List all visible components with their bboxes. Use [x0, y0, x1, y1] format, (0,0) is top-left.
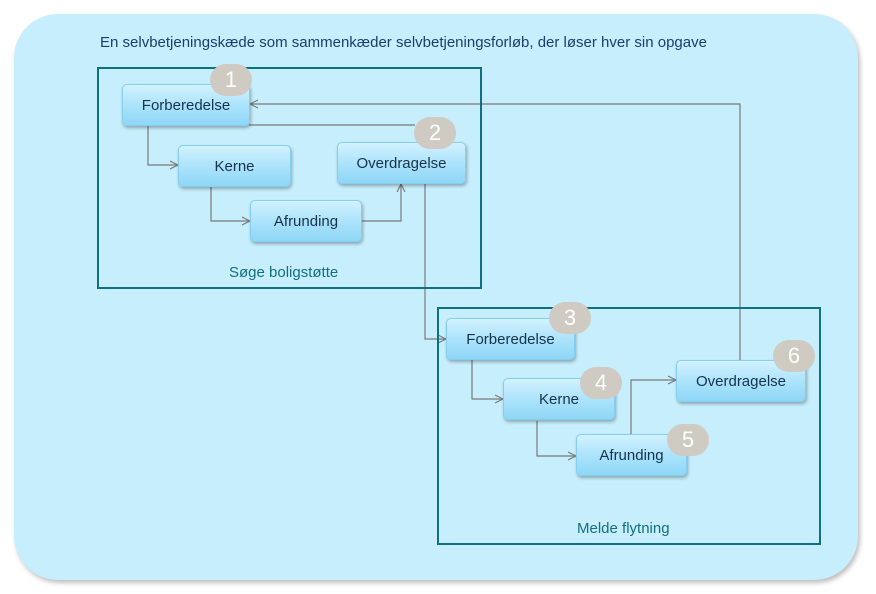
step-number-badge: 2: [414, 117, 456, 149]
connector-overdragelse-6-to-forberedelse-1: [250, 104, 741, 360]
connector-afrunding-overdragelse-1: [362, 184, 401, 222]
node-kerne-1: Kerne: [178, 145, 291, 187]
connector-kerne-afrunding-1: [210, 187, 250, 221]
connector-kerne-afrunding-2: [536, 421, 576, 456]
step-number-badge: 3: [549, 302, 591, 334]
connector-overdragelse-1-to-forberedelse-3: [424, 184, 446, 339]
step-number-badge: 5: [667, 424, 709, 456]
step-number-badge: 6: [773, 340, 815, 372]
diagram-title: En selvbetjeningskæde som sammenkæder se…: [100, 34, 707, 51]
step-number-badge: 1: [210, 64, 252, 96]
node-overdragelse-1: Overdragelse: [337, 142, 466, 184]
node-afrunding-1: Afrunding: [250, 200, 362, 242]
step-number-badge: 4: [580, 367, 622, 399]
group-melde-flytning: [437, 307, 821, 545]
connector-afrunding-overdragelse-2: [630, 380, 676, 434]
group-label-soege-boligstoette: Søge boligstøtte: [229, 264, 339, 281]
connector-forberedelse-kerne-1: [147, 126, 178, 165]
connector-forberedelse-kerne-2: [471, 360, 503, 399]
group-label-melde-flytning: Melde flytning: [577, 520, 670, 537]
group-soege-boligstoette: [97, 67, 482, 289]
